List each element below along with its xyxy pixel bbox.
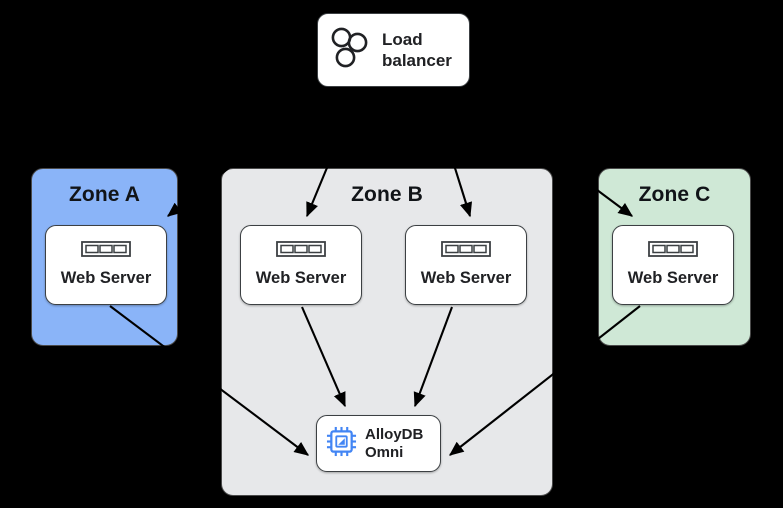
server-rack-icon [648,241,698,262]
web-server-zone-c[interactable]: Web Server [612,225,734,305]
load-balancer-label: Load balancer [382,29,452,72]
web-server-label: Web Server [420,269,512,288]
alloydb-omni-node[interactable]: AlloyDB Omni [316,415,441,472]
web-server-zone-b-1[interactable]: Web Server [240,225,362,305]
alloydb-omni-label-line2: Omni [365,443,404,461]
server-rack-icon [81,241,131,262]
web-server-zone-a[interactable]: Web Server [45,225,167,305]
load-balancer-node[interactable]: Load balancer [317,13,470,87]
server-rack-icon [276,241,326,262]
web-server-label: Web Server [255,269,347,288]
zone-b-label: Zone B [351,183,423,206]
load-balancer-label-line2: balancer [382,51,452,70]
zone-c-label: Zone C [638,183,711,206]
load-balancer-label-line1: Load [382,29,423,49]
server-rack-icon [441,241,491,262]
alloydb-omni-label: AlloyDB Omni [365,426,423,462]
alloydb-omni-label-line1: AlloyDB [365,425,424,443]
three-circles-icon [331,27,371,74]
web-server-label: Web Server [60,269,152,288]
web-server-label: Web Server [627,269,719,288]
cpu-chip-icon [326,426,357,462]
zone-a-label: Zone A [69,183,140,206]
web-server-zone-b-2[interactable]: Web Server [405,225,527,305]
